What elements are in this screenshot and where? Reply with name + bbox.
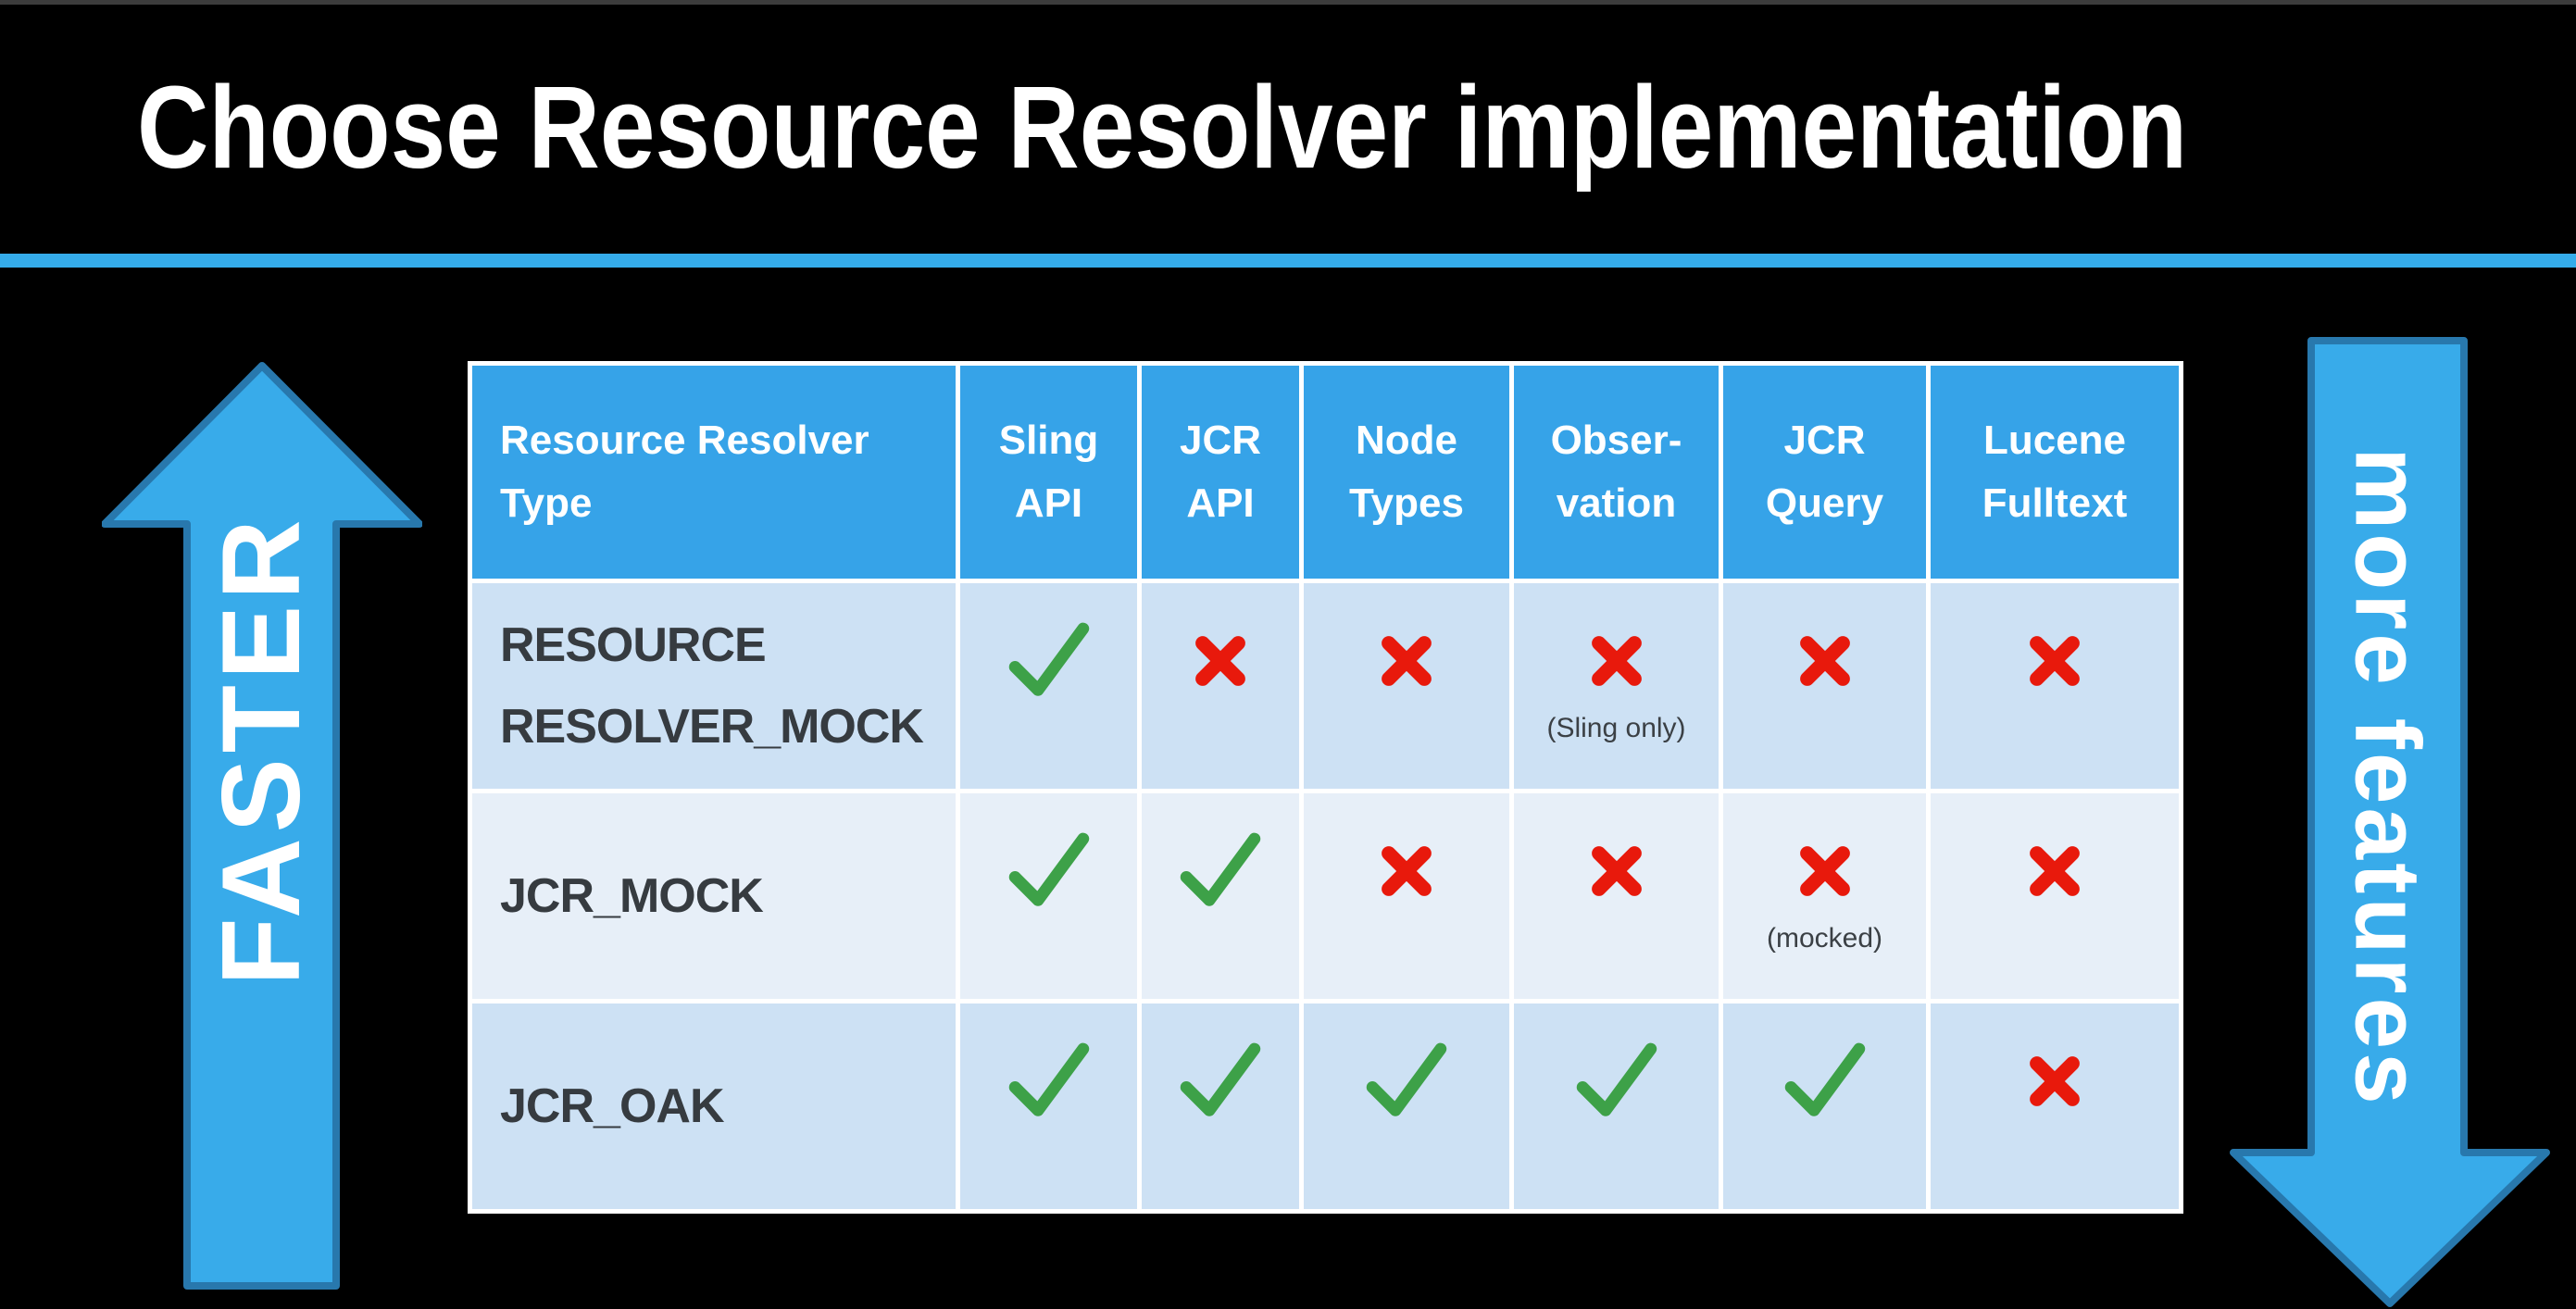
cross-icon [2030, 636, 2080, 686]
more-features-arrow: more features [2230, 337, 2550, 1307]
cell-note: (Sling only) [1546, 713, 1686, 743]
table-cell-check [960, 793, 1137, 999]
row-label-resource-resolver-mock: RESOURCE RESOLVER_MOCK [472, 583, 956, 789]
table-cell-check [1723, 1004, 1926, 1209]
faster-arrow-label: FASTER [199, 514, 323, 986]
table-header-row: Resource Resolver Type Sling API JCR API… [472, 366, 2179, 579]
column-header-lucene-fulltext: Lucene Fulltext [1931, 366, 2179, 579]
table-cell-cross [1304, 793, 1509, 999]
up-arrow-icon [102, 362, 422, 1290]
cross-icon [1382, 846, 1432, 896]
cross-icon [1382, 636, 1432, 686]
more-features-arrow-label: more features [2335, 447, 2440, 1108]
cross-icon [1195, 636, 1245, 686]
cross-icon [1591, 636, 1642, 686]
check-icon [1180, 832, 1261, 906]
cross-mark [2025, 617, 2084, 705]
table-cell-cross [1304, 583, 1509, 789]
cross-icon [1799, 636, 1850, 686]
check-icon [1180, 1042, 1261, 1116]
column-header-resource-resolver-type: Resource Resolver Type [472, 366, 956, 579]
check-mark [1364, 1037, 1449, 1126]
check-icon [1784, 1042, 1865, 1116]
cross-mark [1587, 827, 1646, 916]
cross-icon [1799, 846, 1850, 896]
check-icon [1366, 1042, 1447, 1116]
table-cell-check [1514, 1004, 1719, 1209]
table-cell-cross [1723, 583, 1926, 789]
check-mark [1178, 1037, 1263, 1126]
check-mark [1007, 1037, 1092, 1126]
column-header-sling-api: Sling API [960, 366, 1137, 579]
column-header-observation: Obser- vation [1514, 366, 1719, 579]
check-mark [1782, 1037, 1868, 1126]
table-row: RESOURCE RESOLVER_MOCK (Sling only) [472, 583, 2179, 789]
table-cell-cross [1514, 793, 1719, 999]
table-cell-check [960, 1004, 1137, 1209]
page-title: Choose Resource Resolver implementation [137, 57, 2549, 197]
check-icon [1008, 622, 1089, 696]
cross-icon [2030, 1056, 2080, 1106]
cross-mark [1795, 617, 1855, 705]
cross-mark [1795, 827, 1855, 916]
table-row: JCR_OAK [472, 1004, 2179, 1209]
cross-mark [1377, 827, 1436, 916]
check-mark [1007, 617, 1092, 705]
page-title-text: Choose Resource Resolver implementation [137, 62, 2188, 193]
cell-note: (mocked) [1766, 923, 1883, 954]
cross-mark [2025, 827, 2084, 916]
table-cell-cross [1142, 583, 1299, 789]
table-cell-check [1304, 1004, 1509, 1209]
down-arrow-icon [2230, 337, 2550, 1307]
cross-mark [2025, 1037, 2084, 1126]
check-icon [1008, 1042, 1089, 1116]
window-top-edge [0, 0, 2576, 5]
table-row: JCR_MOCK (mocked) [472, 793, 2179, 999]
faster-arrow: FASTER [102, 361, 422, 1290]
check-mark [1178, 827, 1263, 916]
table-cell-cross [1931, 1004, 2179, 1209]
title-divider-line [0, 254, 2576, 268]
table-cell-cross: (mocked) [1723, 793, 1926, 999]
column-header-jcr-query: JCR Query [1723, 366, 1926, 579]
cross-mark [1191, 617, 1250, 705]
check-icon [1008, 832, 1089, 906]
table-cell-cross [1931, 583, 2179, 789]
check-mark [1574, 1037, 1659, 1126]
cross-mark [1377, 617, 1436, 705]
table-cell-cross [1931, 793, 2179, 999]
column-header-node-types: Node Types [1304, 366, 1509, 579]
check-mark [1007, 827, 1092, 916]
cross-icon [2030, 846, 2080, 896]
table-cell-check [1142, 793, 1299, 999]
table-cell-cross: (Sling only) [1514, 583, 1719, 789]
row-label-jcr-mock: JCR_MOCK [472, 793, 956, 999]
cross-mark [1587, 617, 1646, 705]
row-label-jcr-oak: JCR_OAK [472, 1004, 956, 1209]
table-cell-check [960, 583, 1137, 789]
check-icon [1576, 1042, 1657, 1116]
column-header-jcr-api: JCR API [1142, 366, 1299, 579]
cross-icon [1591, 846, 1642, 896]
table-cell-check [1142, 1004, 1299, 1209]
comparison-table: Resource Resolver Type Sling API JCR API… [468, 361, 2183, 1214]
